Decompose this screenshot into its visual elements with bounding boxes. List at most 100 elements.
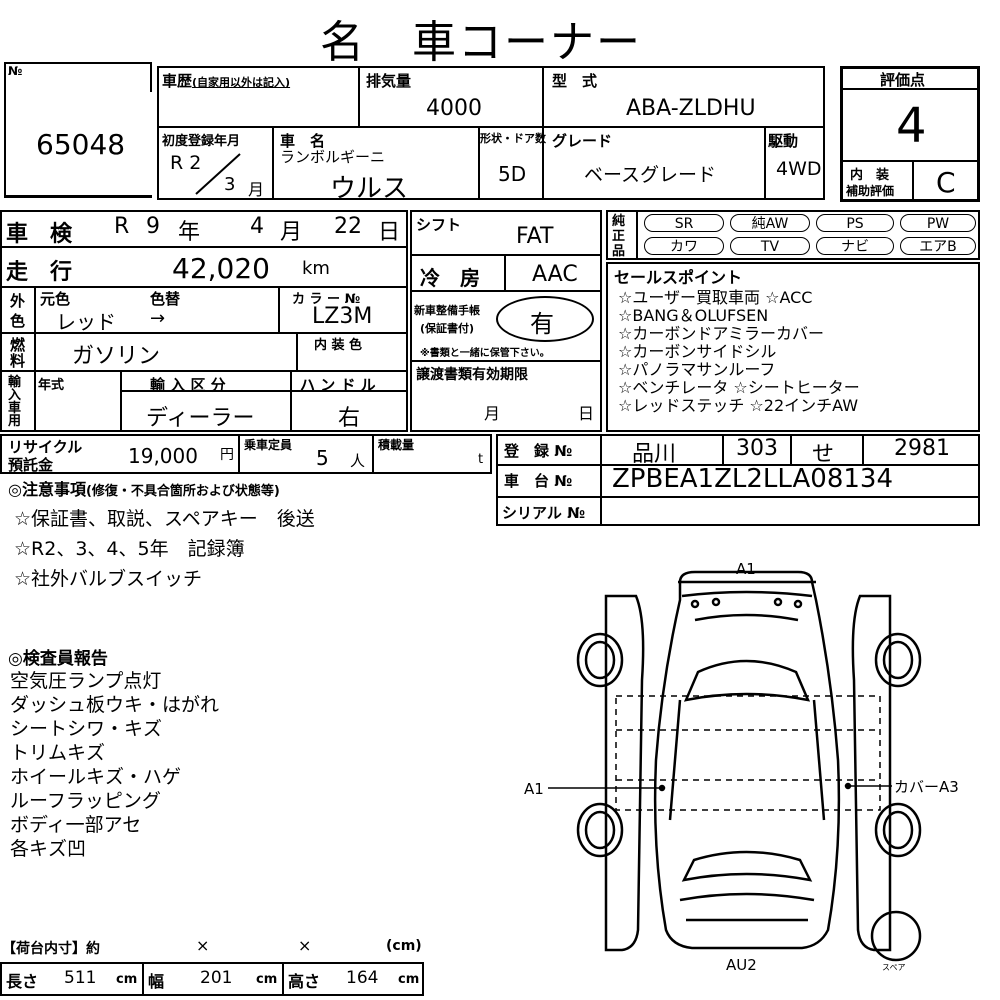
car-diagram bbox=[548, 570, 922, 962]
inspector-line: ルーフラッピング bbox=[10, 790, 161, 812]
mileage-value: 42,020 bbox=[172, 252, 270, 285]
capacity-label: 乗車定員 bbox=[244, 438, 293, 452]
inspector-line: 各キズ凹 bbox=[10, 838, 87, 860]
inspection-block bbox=[0, 210, 408, 432]
maint-label-2: (保証書付) bbox=[420, 322, 475, 335]
first-reg-label: 初度登録年月 bbox=[162, 134, 241, 149]
inspector-line: ダッシュ板ウキ・はがれ bbox=[10, 694, 220, 716]
note-line: ☆保証書、取説、スペアキー 後送 bbox=[14, 508, 315, 530]
load-label: 積載量 bbox=[378, 438, 415, 452]
displacement-value: 4000 bbox=[426, 96, 482, 121]
first-reg-month: 3 bbox=[224, 174, 236, 195]
doors-label: 形状・ドア数 bbox=[480, 132, 546, 145]
capacity-unit: 人 bbox=[350, 452, 366, 470]
diagram-label-top: A1 bbox=[736, 560, 756, 578]
chassis-value: ZPBEA1ZL2LLA08134 bbox=[612, 464, 893, 494]
equip-side-1: 純 bbox=[612, 214, 626, 229]
diagram-label-left: A1 bbox=[524, 780, 544, 798]
width-value: 201 bbox=[200, 968, 233, 988]
car-name-value: ウルス bbox=[330, 174, 409, 204]
recycle-block bbox=[0, 434, 492, 474]
import-kind-value: ディーラー bbox=[146, 406, 255, 431]
inspection-year: 9 bbox=[146, 214, 160, 239]
maint-note: ※書類と一緒に保管下さい。 bbox=[420, 348, 550, 359]
score-label: 評価点 bbox=[880, 71, 926, 89]
reg-label: 登 録 № bbox=[504, 442, 573, 460]
fuel-value: ガソリン bbox=[72, 344, 161, 369]
grade-label: グレード bbox=[552, 132, 613, 150]
maint-label-1: 新車整備手帳 bbox=[414, 304, 480, 317]
recycle-label-2: 預託金 bbox=[8, 456, 54, 474]
recycle-unit: 円 bbox=[220, 447, 234, 463]
diagram-label-right: カバーA3 bbox=[894, 778, 959, 796]
fuel-side-1: 燃 bbox=[10, 336, 26, 354]
car-maker: ランボルギーニ bbox=[280, 148, 386, 166]
shift-block bbox=[410, 210, 602, 432]
score-box bbox=[840, 66, 980, 202]
equipment-block bbox=[606, 210, 980, 260]
model-type-value: ABA-ZLDHU bbox=[626, 96, 756, 121]
inspection-year-unit: 年 bbox=[178, 220, 201, 245]
doors-value: 5D bbox=[498, 162, 527, 186]
repaint-arrow: → bbox=[150, 308, 166, 329]
sales-label: セールスポイント bbox=[614, 268, 743, 287]
drive-value: 4WD bbox=[776, 158, 822, 180]
first-reg-month-unit: 月 bbox=[248, 180, 265, 199]
inspector-line: ホイールキズ・ハゲ bbox=[10, 766, 182, 788]
import-kind-label: 輸 入 区 分 bbox=[150, 376, 226, 394]
inspection-day-unit: 日 bbox=[378, 220, 401, 245]
shift-value: FAT bbox=[516, 224, 554, 249]
note-line: ☆社外バルブスイッチ bbox=[14, 568, 203, 590]
load-unit: t bbox=[478, 452, 484, 467]
inspection-day: 22 bbox=[334, 214, 362, 239]
spare-label: スペア bbox=[882, 963, 906, 972]
history-label: 車歴(自家用以外は記入) bbox=[162, 72, 291, 90]
car-name-label: 車 名 bbox=[280, 132, 326, 150]
equip-ps: PS bbox=[816, 214, 894, 232]
shift-label: シフト bbox=[416, 216, 462, 234]
model-type-label: 型 式 bbox=[552, 72, 598, 90]
inspection-month-unit: 月 bbox=[280, 220, 303, 245]
maint-value: 有 bbox=[530, 310, 554, 338]
inspection-month: 4 bbox=[250, 214, 264, 239]
height-label: 高さ bbox=[288, 972, 321, 991]
color-code-value: LZ3M bbox=[312, 304, 373, 329]
sales-line: ☆レッドステッチ ☆22インチAW bbox=[618, 396, 859, 415]
sales-line: ☆パノラマサンルーフ bbox=[618, 360, 776, 379]
equip-leather: カワ bbox=[644, 237, 724, 255]
orig-color-value: レッド bbox=[56, 310, 116, 334]
reg-area: 品川 bbox=[632, 442, 677, 467]
interior-label-2: 補助評価 bbox=[846, 184, 895, 198]
page-title: 名 車コーナー bbox=[320, 17, 642, 68]
cargo-unit: (cm) bbox=[386, 938, 422, 954]
transfer-label: 譲渡書類有効期限 bbox=[416, 367, 528, 383]
chassis-label: 車 台 № bbox=[504, 472, 573, 490]
sales-block bbox=[606, 262, 980, 432]
lot-number: 65048 bbox=[36, 128, 126, 161]
capacity-value: 5 bbox=[316, 446, 329, 470]
lot-label: № bbox=[8, 64, 23, 78]
equip-side-2: 正 bbox=[612, 229, 626, 244]
equip-navi: ナビ bbox=[816, 237, 894, 255]
equip-side-3: 品 bbox=[612, 244, 626, 259]
inspection-label: 車 検 bbox=[6, 222, 73, 247]
equip-pw: PW bbox=[900, 214, 976, 232]
height-unit: cm bbox=[398, 972, 420, 987]
inspector-title: ◎検査員報告 bbox=[8, 649, 108, 669]
length-value: 511 bbox=[64, 968, 97, 988]
cargo-label: 【荷台内寸】約 bbox=[2, 941, 100, 957]
color-side-1: 外 bbox=[10, 292, 26, 310]
equip-sr: SR bbox=[644, 214, 724, 232]
top-grid bbox=[157, 66, 825, 200]
inspector-line: トリムキズ bbox=[10, 742, 106, 764]
ac-value: AAC bbox=[532, 262, 578, 287]
width-unit: cm bbox=[256, 972, 278, 987]
import-side: 輸入車用 bbox=[8, 375, 22, 429]
color-code-label: カ ラ ー № bbox=[292, 292, 361, 307]
registration-block bbox=[496, 434, 980, 526]
equip-airbag: エアB bbox=[900, 237, 976, 255]
sales-line: ☆カーボンドアミラーカバー bbox=[618, 324, 825, 343]
fuel-side-2: 料 bbox=[10, 352, 26, 370]
reg-class: 303 bbox=[736, 436, 778, 461]
sales-line: ☆BANG＆OLUFSEN bbox=[618, 306, 769, 325]
